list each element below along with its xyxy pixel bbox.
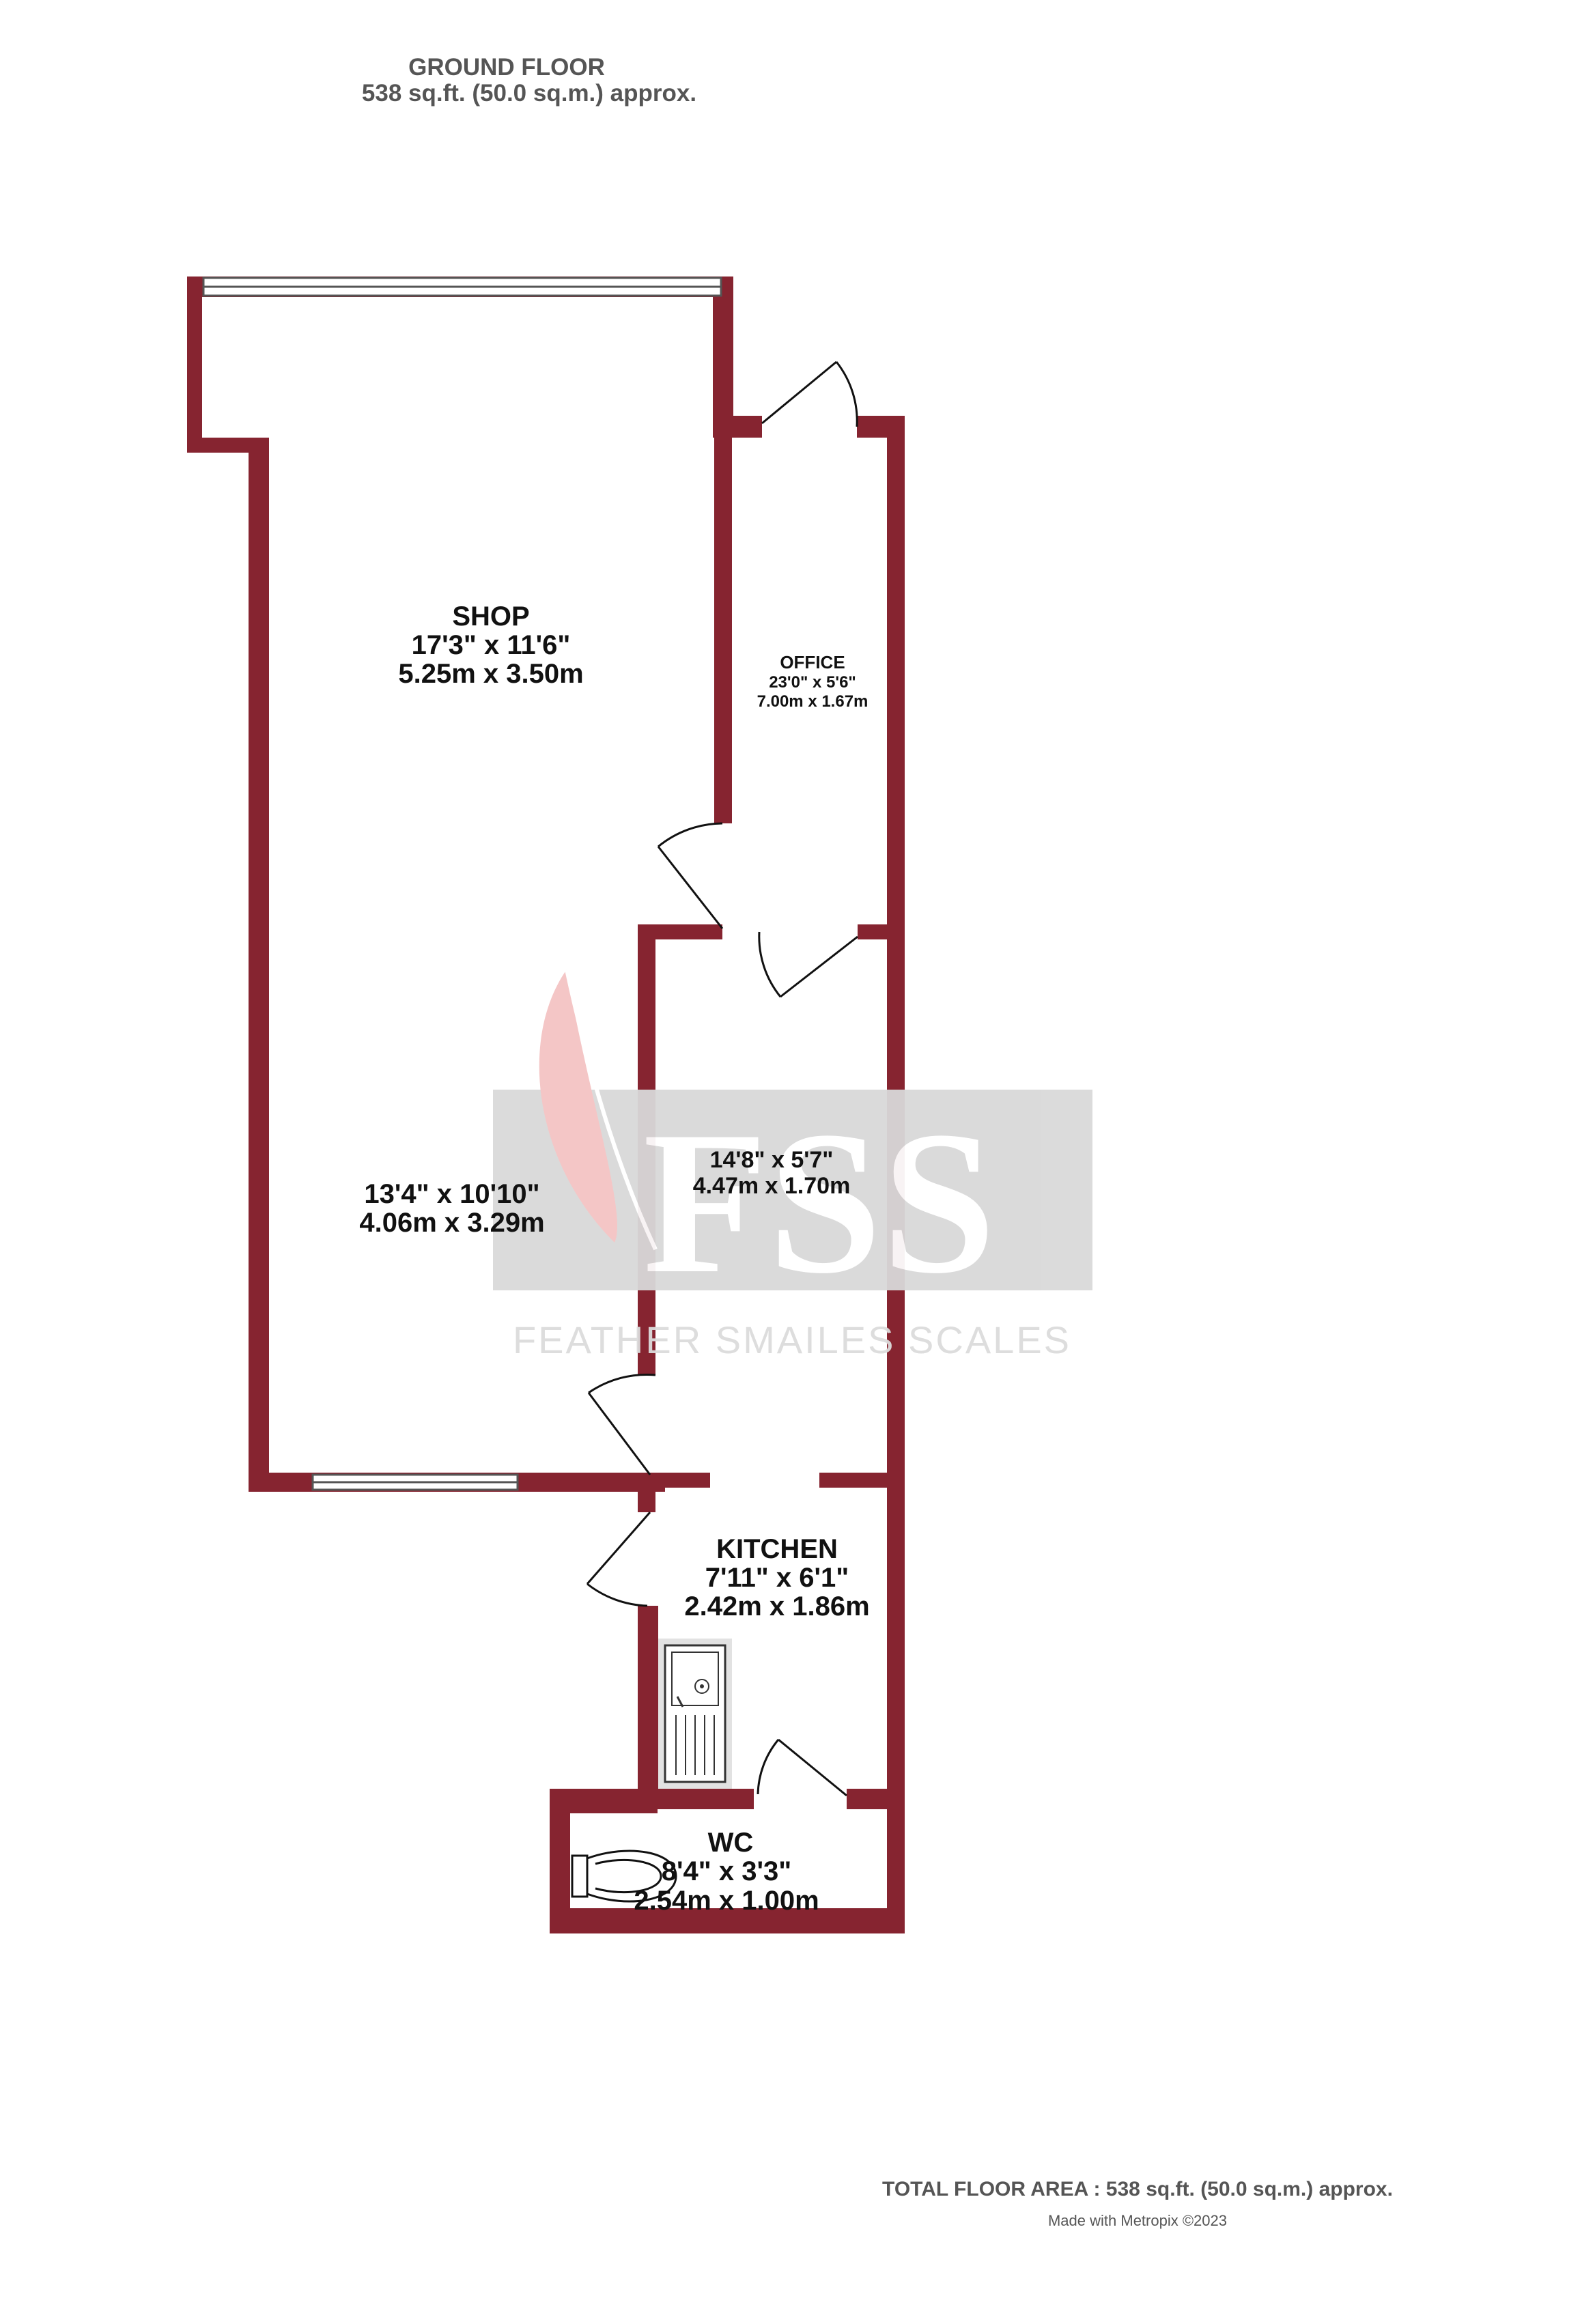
shop-dim-imperial: 17'3" x 11'6" (412, 630, 571, 660)
metropix-credit: Made with Metropix ©2023 (1048, 2212, 1227, 2229)
office-label: OFFICE 23'0" x 5'6" 7.00m x 1.67m (757, 652, 869, 711)
office-dim-imperial: 23'0" x 5'6" (769, 673, 856, 692)
total-floor-area: TOTAL FLOOR AREA : 538 sq.ft. (50.0 sq.m… (882, 2178, 1393, 2200)
office-store-door (758, 931, 858, 998)
shop-office-door (657, 822, 724, 929)
sink (658, 1639, 732, 1789)
watermark-tagline: FEATHER SMAILES SCALES (513, 1318, 1071, 1361)
store-dim-metric: 4.47m x 1.70m (693, 1173, 851, 1199)
wc-door (757, 1738, 847, 1797)
wc-name: WC (708, 1828, 754, 1858)
shop-rear-dim-metric: 4.06m x 3.29m (359, 1208, 544, 1238)
shop-front-window (202, 277, 722, 297)
wc-dim-imperial: 8'4" x 3'3" (662, 1856, 791, 1886)
office-entrance-door (761, 360, 858, 427)
kitchen-door (586, 1512, 651, 1607)
shop-name: SHOP (452, 601, 529, 632)
kitchen-dim-metric: 2.42m x 1.86m (684, 1591, 869, 1621)
shop-label: SHOP 17'3" x 11'6" 5.25m x 3.50m (398, 601, 583, 689)
floor-area: 538 sq.ft. (50.0 sq.m.) approx. (362, 80, 696, 107)
shop-rear-dim-imperial: 13'4" x 10'10" (364, 1179, 539, 1209)
store-kitchen-door (587, 1373, 656, 1475)
wc-dim-metric: 2.54m x 1.00m (634, 1886, 819, 1916)
office-name: OFFICE (780, 652, 845, 672)
walls (187, 277, 905, 1933)
store-label: 14'8" x 5'7" 4.47m x 1.70m (693, 1147, 851, 1199)
kitchen-name: KITCHEN (716, 1534, 838, 1564)
shop-dim-metric: 5.25m x 3.50m (398, 659, 583, 689)
floor-name: GROUND FLOOR (408, 54, 605, 81)
kitchen-label: KITCHEN 7'11" x 6'1" 2.42m x 1.86m (684, 1534, 869, 1621)
watermark: FSS FEATHER SMAILES SCALES (493, 969, 1092, 1361)
office-dim-metric: 7.00m x 1.67m (757, 692, 869, 711)
kitchen-dim-imperial: 7'11" x 6'1" (705, 1563, 849, 1593)
toilet (571, 1850, 677, 1903)
watermark-logo: FSS (643, 1089, 996, 1316)
wc-label: WC 8'4" x 3'3" 2.54m x 1.00m (634, 1828, 819, 1916)
shop-rear-window (311, 1473, 519, 1492)
feather-icon (539, 969, 617, 1243)
doors (586, 360, 858, 1797)
store-dim-imperial: 14'8" x 5'7" (710, 1147, 834, 1173)
shop-rear-label: 13'4" x 10'10" 4.06m x 3.29m (359, 1179, 544, 1238)
